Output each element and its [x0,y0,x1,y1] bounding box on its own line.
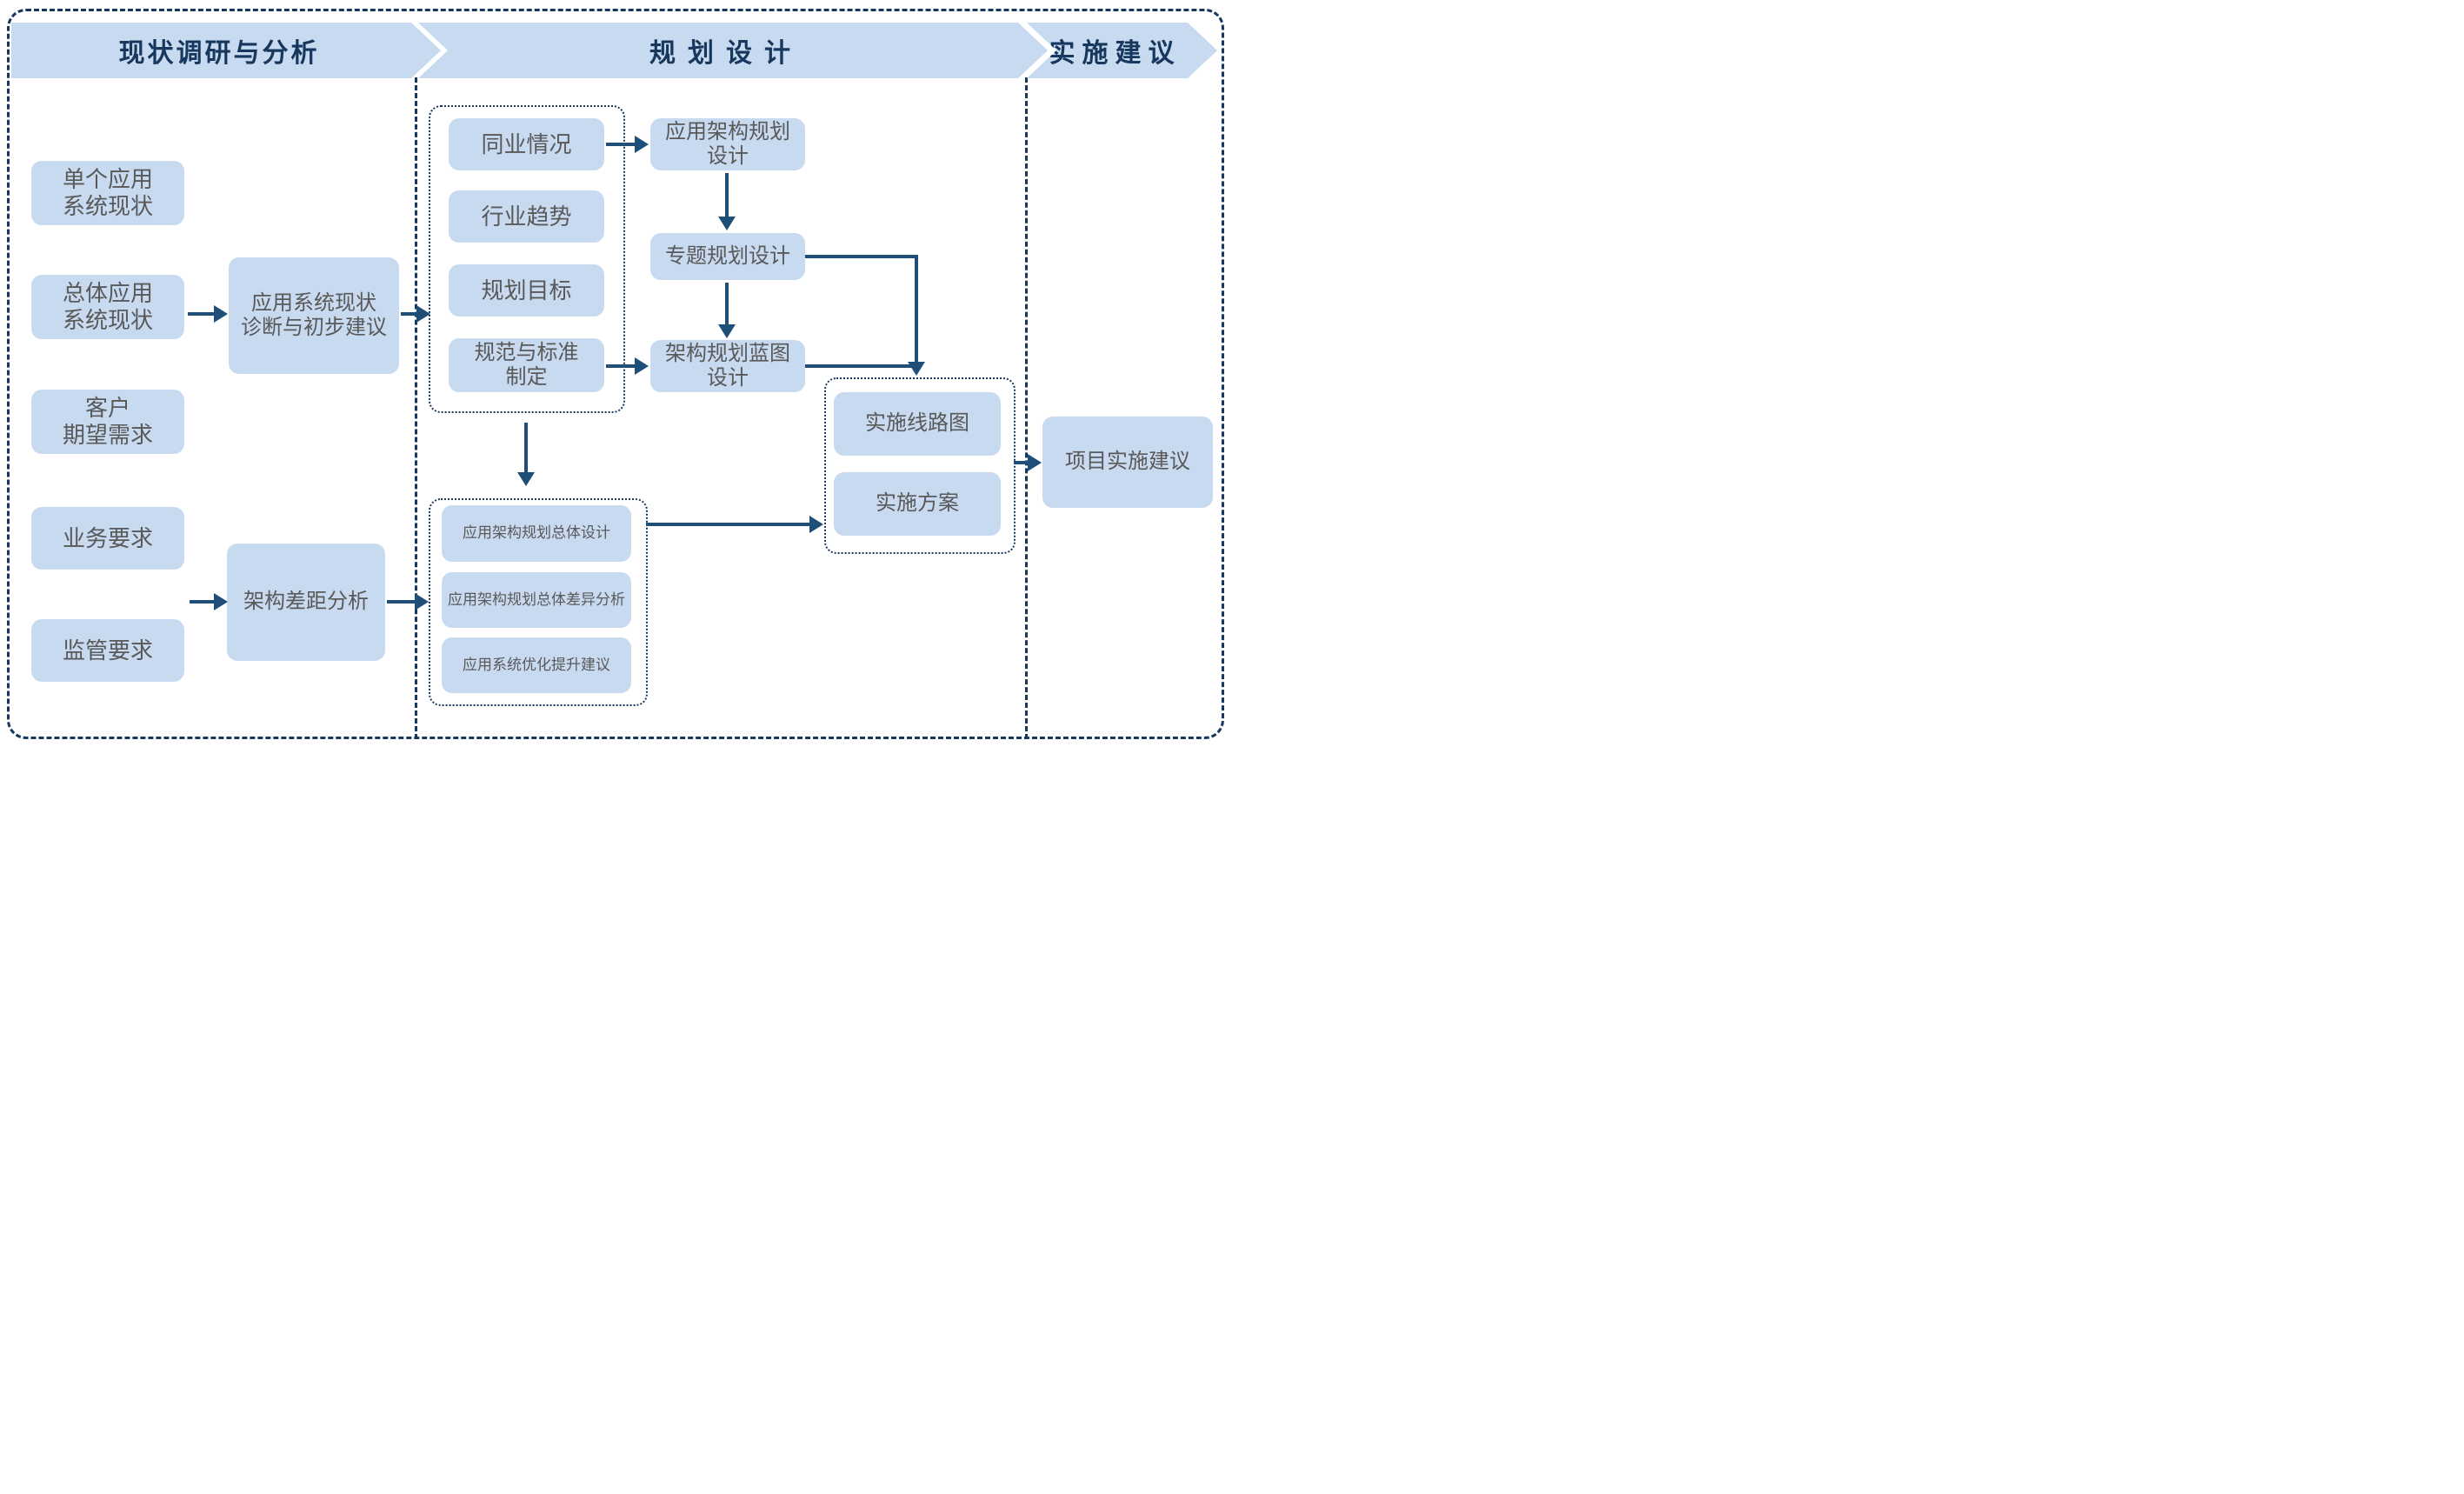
arrow-implementation-group-to-final-advice [1014,454,1042,471]
diagram-outer-border [7,9,1224,739]
arrow-peer-to-architecture-design [606,136,649,153]
box-implementation-plan: 实施方案 [834,472,1001,536]
box-planning-goals: 规划目标 [449,264,604,317]
section-divider-planning-implementation [1025,77,1028,739]
arrow-requirements-to-gap-analysis [190,593,228,610]
box-app-architecture-planning-design: 应用架构规划 设计 [650,118,805,170]
phase-header-implementation: 实施建议 [1027,23,1217,78]
box-status-diagnosis: 应用系统现状 诊断与初步建议 [229,257,399,374]
phase-header-research: 现状调研与分析 [11,23,441,78]
box-overall-app-status: 总体应用 系统现状 [31,275,184,339]
box-business-requirements: 业务要求 [31,507,184,570]
phase-header-planning: 规划设计 [418,23,1048,78]
connector-special-topic-horizontal [805,255,918,258]
implementation-outputs-group [824,377,1016,554]
overall-design-group [429,498,648,706]
box-overall-design: 应用架构规划总体设计 [442,505,631,562]
box-architecture-gap-analysis: 架构差距分析 [227,544,385,661]
arrow-overall-status-to-diagnosis [188,305,228,323]
arrow-standards-to-blueprint [606,357,649,375]
box-customer-expectation: 客户 期望需求 [31,390,184,454]
box-implementation-roadmap: 实施线路图 [834,392,1001,456]
section-divider-research-planning [415,77,417,739]
arrow-architecture-to-special-topic [718,173,736,230]
arrow-gap-analysis-to-overall-group [387,593,429,610]
phase-header-research-label: 现状调研与分析 [118,39,320,68]
arrow-special-topic-to-blueprint [718,283,736,338]
arrow-research-group-to-overall-group [517,423,535,486]
phase-header-planning-label: 规划设计 [649,39,802,68]
diagram-canvas: 现状调研与分析 规划设计 实施建议 单个应用 系统现状 总体应用 系统现状 客户… [0,0,1232,747]
box-standards-development: 规范与标准 制定 [449,338,604,392]
arrow-overall-group-to-implementation-group [646,516,823,533]
box-regulatory-requirements: 监管要求 [31,619,184,682]
arrow-diagnosis-to-research-group [401,305,430,323]
box-project-implementation-advice: 项目实施建议 [1042,417,1213,508]
box-special-topic-planning-design: 专题规划设计 [650,233,805,280]
box-industry-trends: 行业趋势 [449,190,604,243]
research-inputs-group [429,105,625,413]
box-optimization-suggestions: 应用系统优化提升建议 [442,637,631,693]
box-single-app-status: 单个应用 系统现状 [31,161,184,225]
box-overall-gap-analysis: 应用架构规划总体差异分析 [442,572,631,628]
phase-header-implementation-label: 实施建议 [1049,39,1182,68]
arrow-designs-to-implementation-group [908,255,925,376]
box-peer-situation: 同业情况 [449,118,604,170]
box-architecture-blueprint-design: 架构规划蓝图 设计 [650,340,805,392]
connector-blueprint-horizontal [805,364,918,368]
